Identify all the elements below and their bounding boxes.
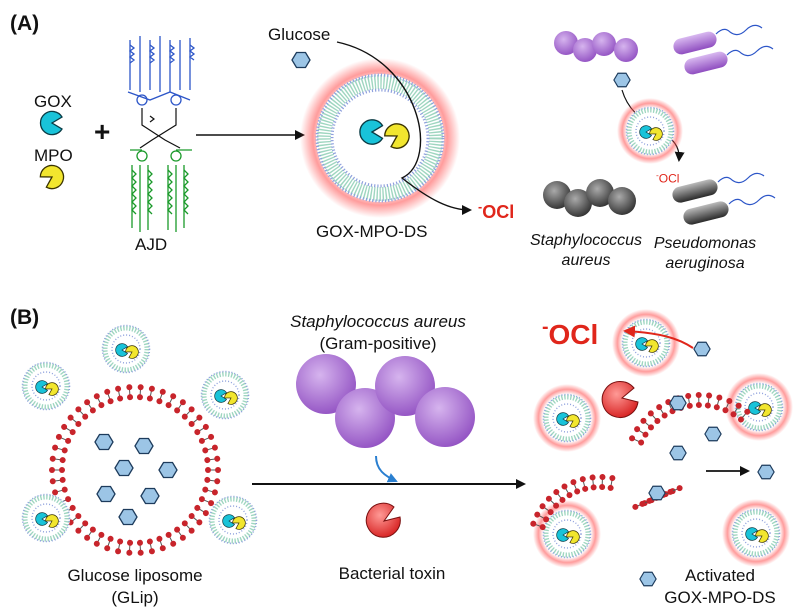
- ocl-large-charge: -: [542, 316, 549, 338]
- gox-mpo-ds-label: GOX-MPO-DS: [316, 222, 428, 241]
- gox-mpo-ds-small-vesicle: [617, 98, 683, 164]
- ocl-small-charge: -: [656, 170, 659, 180]
- bacteria-2-name-line2: aeruginosa: [665, 255, 745, 272]
- gox-mpo-ds-vesicle: [300, 58, 460, 218]
- bacteria-1-name-line1: Staphylococcus: [529, 232, 643, 249]
- bacteria-1-name-line2: aureus: [561, 252, 611, 269]
- ocl-text: OCl: [482, 201, 515, 222]
- glucose-label: Glucose: [268, 25, 331, 44]
- ajd-molecule: [127, 36, 196, 232]
- panel-a-tag: (A): [10, 12, 40, 35]
- pseudomonas-dark-icon: [672, 172, 776, 225]
- ocl-small-text: OCl: [658, 171, 680, 186]
- liposome-label-line1: Glucose liposome: [67, 566, 203, 585]
- toxin-label: Bacterial toxin: [338, 564, 446, 583]
- gram-type: (Gram-positive): [319, 334, 437, 353]
- ajd-label: AJD: [135, 235, 168, 254]
- pseudomonas-purple-icon: [673, 24, 774, 75]
- ocl-release-arrow: [623, 325, 694, 349]
- panel-b-tag: (B): [10, 306, 40, 329]
- gox-label: GOX: [34, 92, 72, 111]
- ocl-small-label: -OCl: [656, 170, 679, 186]
- staphylococcus-aureus-large-icon: [296, 354, 475, 448]
- bacterial-toxin-icon: [365, 502, 401, 538]
- gox-enzyme-icon: [39, 110, 63, 136]
- activated-label-line1: Activated: [685, 566, 755, 585]
- ocl-product-label: -OCl: [478, 200, 514, 223]
- plus-sign: +: [94, 116, 111, 147]
- staphylococcus-purple-icon: [554, 31, 638, 62]
- mpo-label: MPO: [34, 146, 73, 165]
- glucose-in-liposome: [94, 433, 178, 526]
- toxin-on-membrane-icon: [601, 381, 639, 418]
- glucose-liposome: [48, 383, 222, 557]
- glucose-small-icon: [613, 72, 631, 88]
- organism-name: Staphylococcus aureus: [290, 312, 466, 331]
- glucose-flow-arrow: [336, 41, 472, 215]
- liposome-label-line2: (GLip): [111, 588, 159, 607]
- ocl-large-text: OCl: [548, 318, 599, 350]
- bacteria-2-name-line1: Pseudomonas: [653, 235, 757, 252]
- activated-label-line2: GOX-MPO-DS: [664, 588, 776, 607]
- toxin-release-arrow: [375, 455, 398, 483]
- staphylococcus-dark-icon: [543, 179, 636, 217]
- ocl-charge: -: [478, 200, 483, 214]
- ocl-large-label: -OCl: [542, 316, 598, 351]
- glucose-icon: [291, 51, 311, 69]
